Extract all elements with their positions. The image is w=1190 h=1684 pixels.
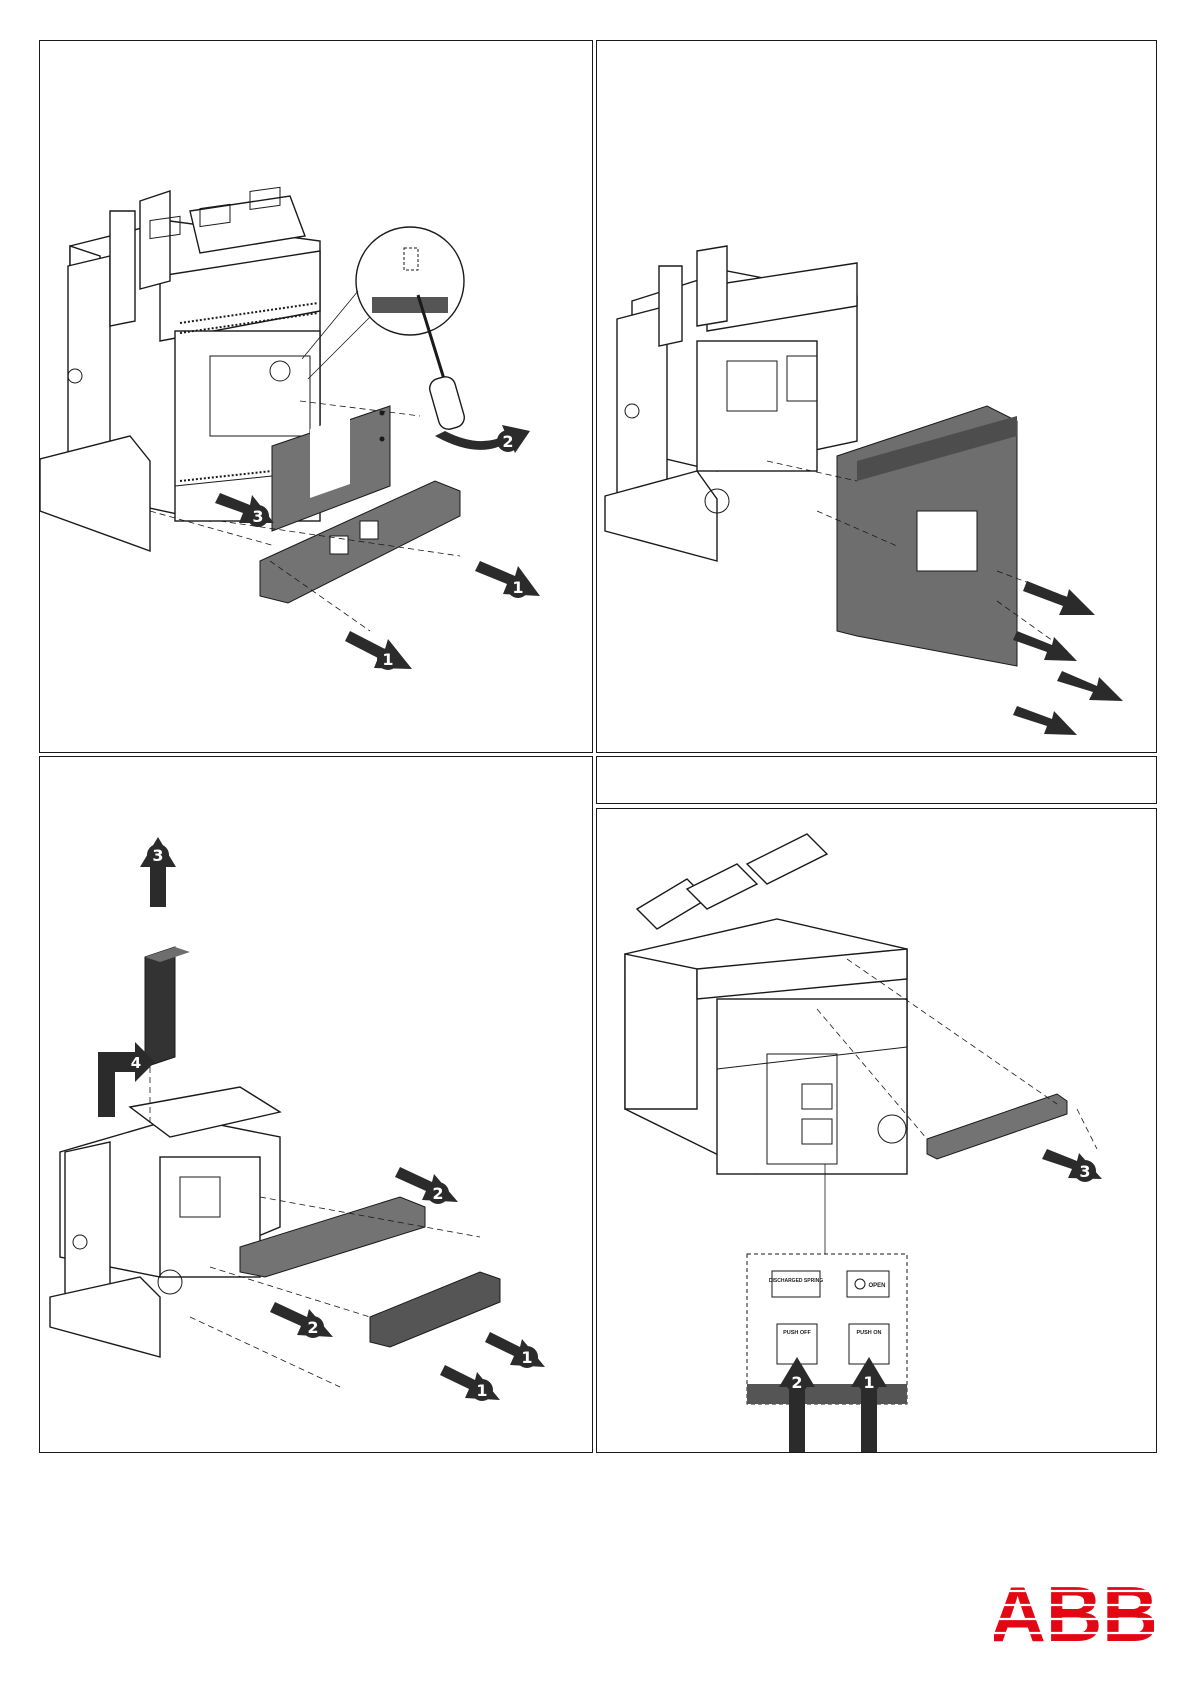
- arrow-step-1b: 1: [345, 631, 412, 670]
- label-push-off: PUSH OFF: [783, 1330, 811, 1336]
- side-cover: [370, 1272, 500, 1347]
- step-number: 4: [131, 1054, 141, 1072]
- arrow-step-3: 3: [140, 837, 176, 907]
- step-number: 1: [512, 578, 523, 597]
- step-number: 1: [521, 1348, 532, 1367]
- detail-magnifier: [302, 227, 464, 379]
- arrow-step-3: 3: [1042, 1149, 1102, 1182]
- step-number: 3: [1079, 1162, 1090, 1181]
- breaker-body: [605, 246, 857, 561]
- screw-arrows: [1013, 581, 1123, 735]
- label-open: OPEN: [868, 1283, 885, 1289]
- panel-remove-covers: 1 1 2 2 3 4: [39, 756, 593, 1453]
- step-number: 2: [307, 1318, 318, 1337]
- arrow-step-1a: 1: [485, 1332, 545, 1368]
- panel-4-header: [596, 756, 1157, 804]
- label-push-on: PUSH ON: [856, 1330, 881, 1336]
- terminal-block: [145, 947, 190, 1067]
- arrow-step-1a: 1: [475, 561, 540, 598]
- step-number: 1: [382, 650, 393, 669]
- panel-remove-front-cover: 1 1 2 3: [39, 40, 593, 753]
- panel-1-illustration: 1 1 2 3: [40, 41, 593, 753]
- label-discharged-springs: DISCHARGED SPRING: [769, 1278, 823, 1284]
- panel-3-illustration: 1 1 2 2 3 4: [40, 757, 593, 1453]
- step-number: 1: [476, 1381, 487, 1400]
- logo-text: ABB: [994, 1577, 1154, 1649]
- step-number: 3: [152, 846, 163, 865]
- arrow-step-1b: 1: [440, 1365, 500, 1401]
- abb-logo: ABB: [994, 1577, 1154, 1649]
- step-number: 2: [791, 1373, 802, 1392]
- step-number: 1: [863, 1373, 874, 1392]
- step-number: 2: [502, 432, 513, 451]
- step-number: 2: [432, 1184, 443, 1203]
- panel-4-illustration: 3 DISCHARGED SPRING OPEN PUSH OFF PUSH O…: [597, 809, 1157, 1453]
- rear-frame: [837, 406, 1017, 666]
- step-number: 3: [252, 507, 263, 526]
- support-bar: [927, 1094, 1067, 1159]
- breaker-body: [625, 834, 907, 1174]
- panel-remove-rear-frame: [596, 40, 1157, 753]
- arrow-step-2b: 2: [270, 1302, 333, 1338]
- breaker-body: [50, 1087, 280, 1357]
- panel-push-buttons: 3 DISCHARGED SPRING OPEN PUSH OFF PUSH O…: [596, 808, 1157, 1453]
- panel-2-illustration: [597, 41, 1157, 753]
